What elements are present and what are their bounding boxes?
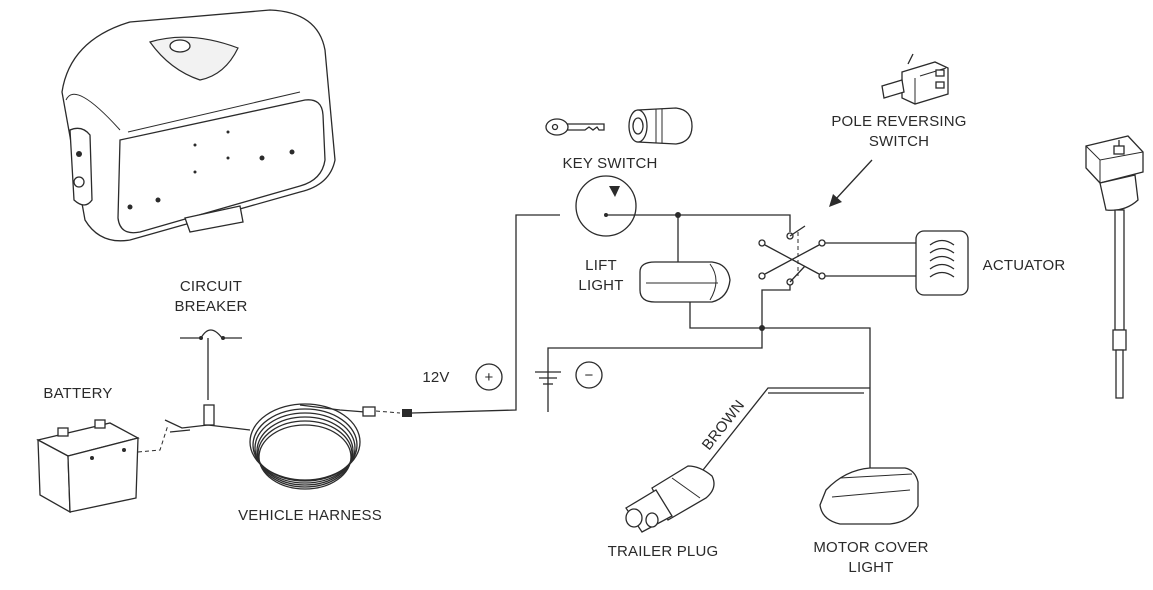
positive-terminal-symbol: + — [475, 363, 503, 391]
pointer-arrow — [829, 159, 873, 207]
key-switch-symbol — [575, 175, 637, 237]
actuator-unit-illustration — [1085, 135, 1144, 399]
circuit-breaker-symbol — [180, 329, 242, 400]
key-switch-barrel-icon — [628, 107, 693, 145]
svg-text:+: + — [485, 369, 494, 386]
brown-wire — [702, 387, 870, 471]
circuit-breaker-label-line2: BREAKER — [174, 298, 247, 315]
lift-light-illustration — [639, 261, 731, 303]
actuator-symbol — [915, 230, 969, 296]
actuator-wiring — [825, 242, 916, 277]
key-icon — [545, 118, 605, 136]
vehicle-harness-illustration — [164, 214, 560, 490]
lift-light-label-line2: LIGHT — [578, 277, 623, 294]
ground-symbol — [535, 328, 763, 412]
trailer-plug-label: TRAILER PLUG — [608, 543, 719, 560]
trailer-plug-illustration — [625, 465, 715, 533]
pole-reversing-switch-symbol — [758, 225, 826, 286]
control-wiring — [636, 212, 871, 470]
key-switch-label: KEY SWITCH — [562, 155, 657, 172]
pole-reversing-switch-label: POLE REVERSING — [831, 113, 966, 130]
motor-cover-light-label-line2: LIGHT — [848, 559, 893, 576]
negative-terminal-symbol: − — [575, 361, 603, 389]
toggle-switch-icon — [881, 53, 949, 105]
svg-text:−: − — [585, 367, 594, 384]
motor-cover-light-illustration — [819, 467, 919, 525]
pole-reversing-switch-label-line2: SWITCH — [869, 133, 929, 150]
battery-illustration — [36, 419, 169, 514]
actuator-label: ACTUATOR — [983, 257, 1066, 274]
voltage-label: 12V — [422, 369, 449, 386]
control-box-illustration — [61, 9, 336, 242]
lift-light-label: LIFT — [585, 257, 617, 274]
circuit-breaker-label: CIRCUIT — [180, 278, 242, 295]
vehicle-harness-label: VEHICLE HARNESS — [238, 507, 382, 524]
motor-cover-light-label: MOTOR COVER — [813, 539, 928, 556]
battery-label: BATTERY — [43, 385, 112, 402]
